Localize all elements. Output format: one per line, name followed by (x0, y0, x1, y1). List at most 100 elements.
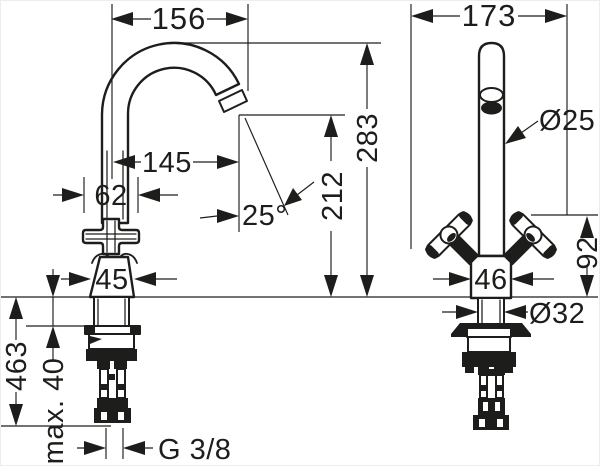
shank-front-walls (481, 299, 501, 327)
dim-supply-length: 463 (1, 341, 33, 391)
dim-body-width: 46 (474, 264, 507, 296)
dim-spout-reach-overall: 156 (152, 1, 207, 36)
hose-end-fitting-side (94, 408, 131, 423)
arrow-92-bottom (580, 275, 594, 297)
dim-connection-thread: G 3/8 (158, 434, 231, 466)
pipe-band-left (99, 384, 109, 390)
spout-outlet-tip (218, 89, 248, 113)
dim-spout-angle: 25° (242, 200, 287, 232)
arrow-156-right (226, 12, 248, 26)
arrow-145-right (217, 155, 239, 169)
arrow-angle-left (217, 209, 239, 223)
supply-pipe-left (99, 368, 109, 399)
arrow-max40-top (46, 275, 60, 297)
hose-connector-front (478, 398, 505, 415)
arrow-thread-left (84, 441, 106, 455)
arrow-92-top (580, 216, 594, 238)
arrow-283-top (360, 43, 374, 65)
side-view (81, 41, 248, 423)
pipe-cap-right (114, 361, 127, 369)
faucet-body-side (88, 255, 136, 299)
arrow-angle-right (284, 188, 302, 206)
pipe-center-block (109, 374, 115, 380)
arrow-173-right (545, 9, 567, 23)
cross-handle-left (425, 211, 480, 266)
mount-collar-front (467, 336, 511, 353)
spout-ring (479, 87, 504, 103)
handle-boss-shadow-right (526, 233, 535, 242)
side-view-under-counter (84, 296, 141, 423)
front-view-under-counter (451, 297, 531, 430)
flange-end-right (130, 326, 140, 334)
connector-slot-left (483, 402, 488, 411)
pipe-band-right (116, 384, 126, 390)
pipe-cap-left (97, 361, 110, 369)
connector-slot-right (495, 402, 500, 411)
spout-curve (100, 41, 241, 225)
arrow-173-left (411, 9, 433, 23)
shank-side (93, 296, 130, 327)
arrow-45-left (69, 272, 91, 286)
spout-tube-front (477, 41, 506, 258)
arrow-145-left (113, 155, 135, 169)
pipe-cap-front-left (478, 367, 489, 375)
arrow-463-bottom (9, 404, 23, 426)
dim-shank-diameter: Ø32 (529, 298, 585, 330)
handle-boss-shadow-left (447, 233, 456, 242)
arrow-212-top (324, 115, 338, 137)
pipe-band-front-right (495, 385, 504, 391)
handle-cap-left-a (425, 245, 439, 259)
hose-end-fitting-front (473, 415, 509, 430)
dim-outlet-height: 212 (317, 171, 349, 221)
fitting-slot-right (118, 412, 124, 420)
dim-spout-diameter: Ø25 (539, 105, 595, 137)
flange-end-left (85, 326, 95, 334)
pipe-cap-front-right (494, 367, 505, 375)
arrow-156-left (111, 12, 133, 26)
arrow-62-left (62, 188, 84, 202)
handle-cap-right-a (509, 211, 523, 225)
dim-outlet-reach: 145 (142, 147, 192, 179)
arrow-thread-right (123, 441, 145, 455)
arrow-dia25 (505, 126, 526, 144)
supply-pipe-right (116, 368, 126, 399)
arrow-46-left (449, 272, 471, 286)
dim-handle-height: 92 (572, 236, 600, 269)
dim-overall-height: 283 (352, 113, 384, 163)
arrow-46-right (511, 272, 533, 286)
arrow-45-right (134, 272, 156, 286)
arrow-212-bottom (324, 275, 338, 297)
skirt-curl-left (91, 252, 110, 264)
pipe-band-front-left (479, 385, 488, 391)
cross-handle-right (502, 211, 557, 266)
fitting-slot-left (101, 412, 107, 420)
dim-overall-width: 173 (462, 1, 517, 33)
escutcheon-opening (466, 327, 512, 338)
dim-body-base-width: 45 (95, 264, 128, 296)
front-view (425, 41, 557, 430)
angle-arrow-tail-left (199, 215, 218, 219)
mount-hook (90, 336, 102, 344)
leader-dia25 (520, 120, 539, 134)
nut-foot-left (465, 367, 474, 373)
mount-nut-side (86, 349, 137, 361)
arrow-dia32-right (504, 305, 526, 319)
spout-ring-dark (481, 101, 502, 115)
handle-cap-right-b (543, 245, 557, 259)
hose-connector-side (97, 398, 128, 408)
arrow-463-top (9, 297, 23, 319)
dim-max-mounting-thickness: max. 40 (38, 358, 70, 465)
angle-arrow-tail-right (296, 181, 315, 196)
skirt-curl-right (119, 252, 138, 264)
faucet-body-front (469, 254, 513, 300)
arrow-62-right (138, 188, 160, 202)
ext-lines-thread (105, 428, 124, 459)
arrow-dia32-left (456, 305, 478, 319)
arrow-283-bottom (360, 275, 374, 297)
pipe-center-block-front (488, 369, 495, 376)
fitting-slot-front-right (497, 419, 503, 427)
nut-foot-right (504, 367, 513, 373)
